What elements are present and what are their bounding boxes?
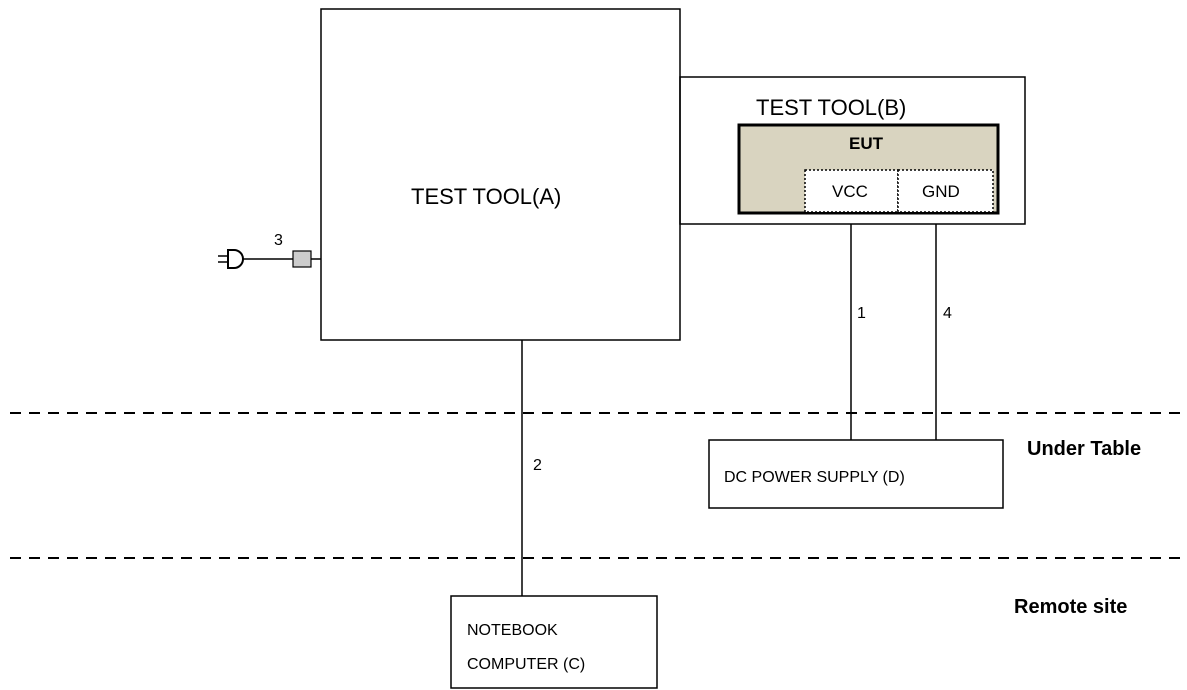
zone-under-table-label: Under Table [1027,438,1142,460]
test-tool-a-label: TEST TOOL(A) [411,184,562,209]
dc-power-supply-label: DC POWER SUPPLY (D) [724,469,905,486]
notebook-label-line2: COMPUTER (C) [467,656,586,673]
cable-1-label: 1 [857,305,866,322]
eut-label: EUT [849,134,883,153]
notebook-label-line1: NOTEBOOK [467,622,558,639]
test-tool-b-box [679,76,1026,225]
vcc-terminal [804,169,899,213]
notebook-computer-box [450,595,658,689]
dc-power-supply-box [708,439,1004,509]
zone-remote-site-label: Remote site [1014,596,1128,618]
test-tool-b-label: TEST TOOL(B) [756,95,907,120]
test-tool-a-box [320,8,681,341]
gnd-terminal [897,169,994,213]
gnd-label: GND [922,182,960,201]
cable-3-label: 3 [274,232,283,249]
vcc-label: VCC [832,182,868,201]
power-plug-icon [218,249,244,269]
connector-icon [292,250,312,268]
cable-2-label: 2 [533,457,542,474]
cable-4-label: 4 [943,305,952,322]
